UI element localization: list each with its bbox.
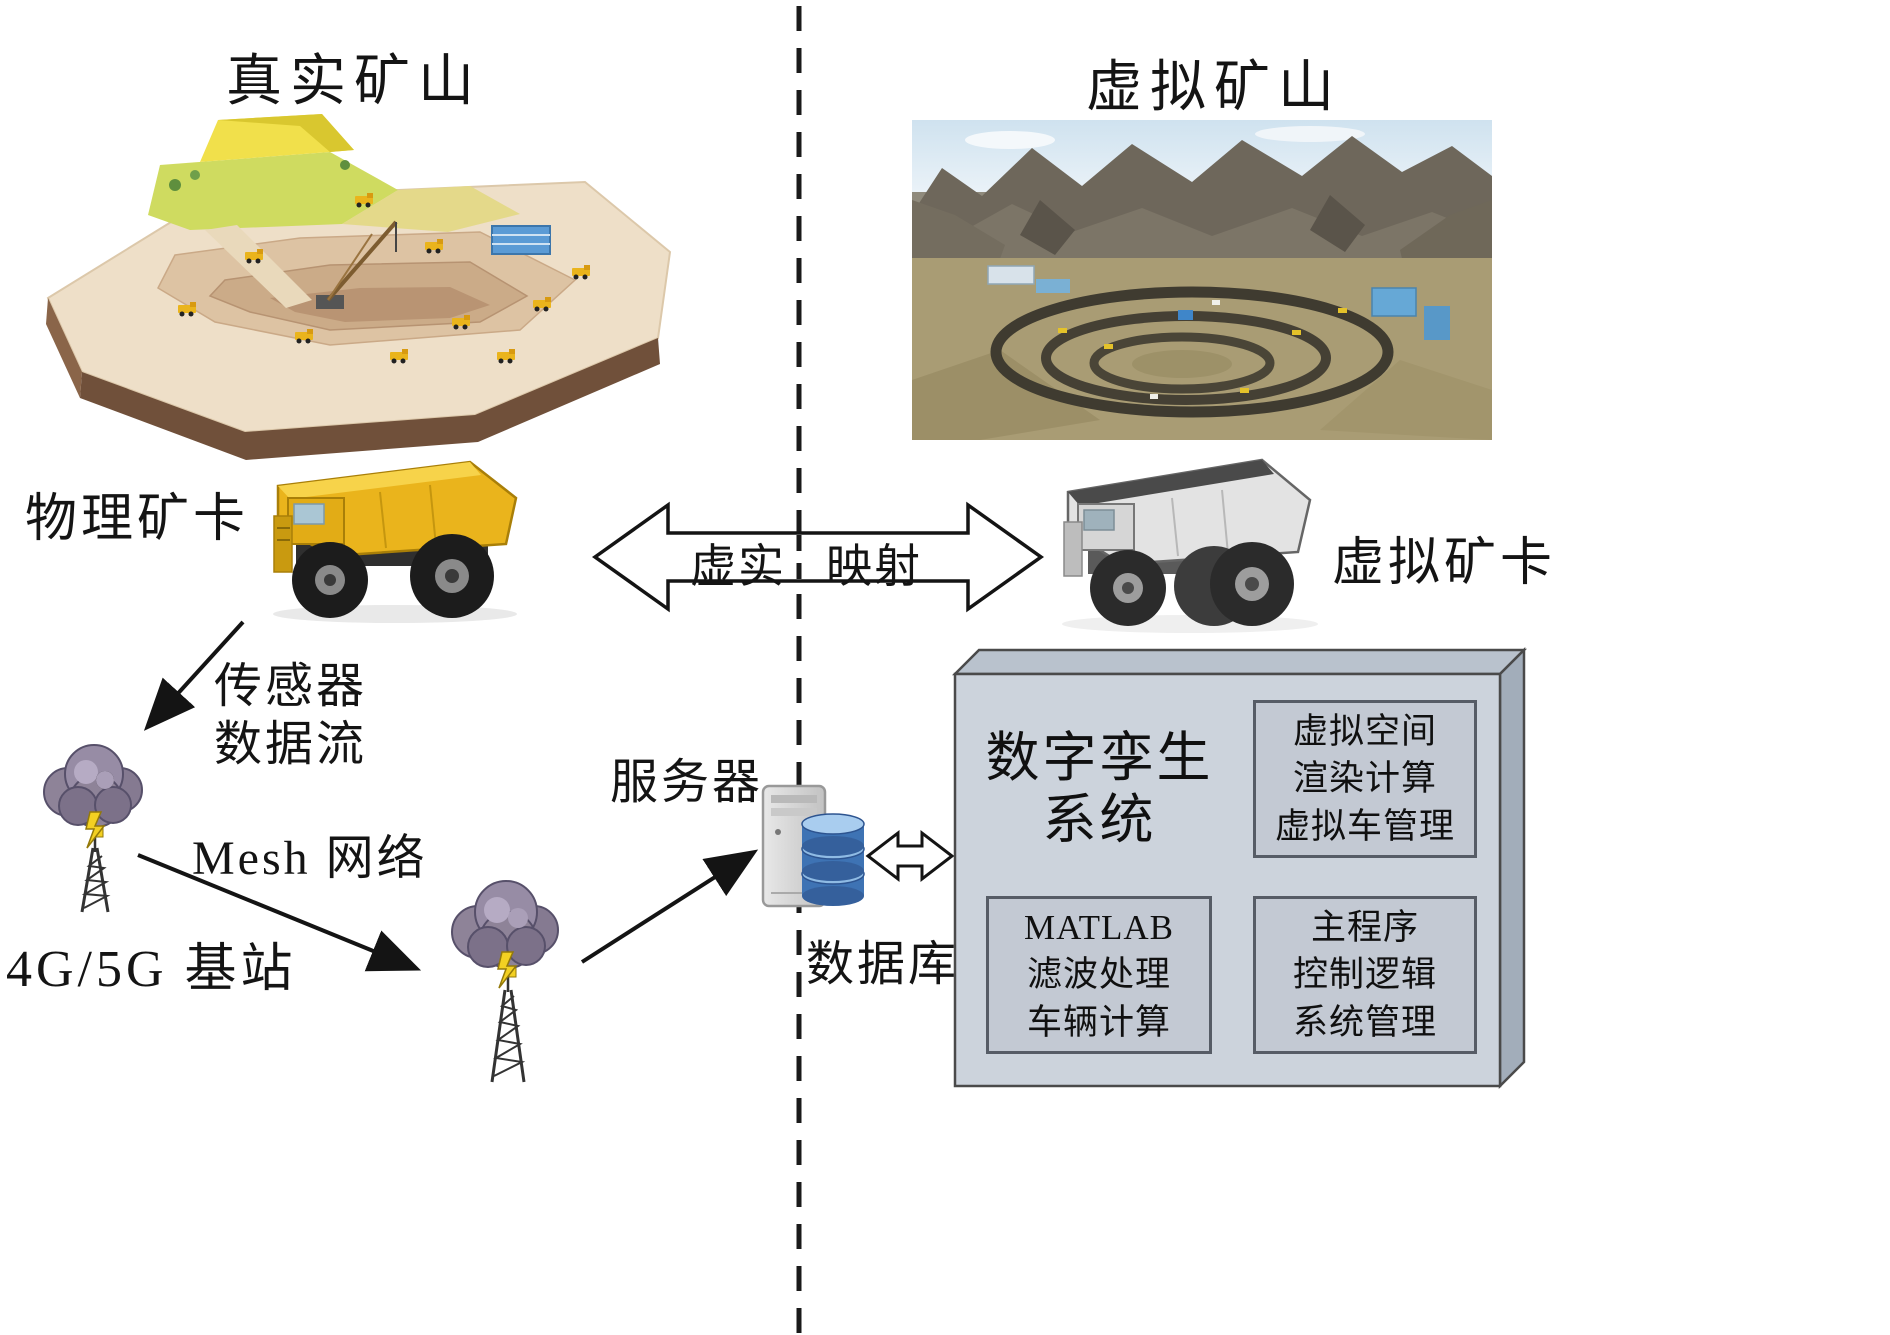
base-station-2-icon — [451, 880, 559, 1083]
twin-box-matlab: MATLAB 滤波处理 车辆计算 — [986, 896, 1212, 1054]
mini-truck-icon — [355, 193, 373, 208]
virtual-truck-icon — [1062, 458, 1318, 633]
virtual-truck-label: 虚拟矿卡 — [1332, 535, 1557, 592]
twin-box-line: 虚拟车管理 — [1274, 806, 1455, 846]
mapping-label-left: 虚实 — [690, 541, 786, 592]
mini-truck-icon — [295, 329, 313, 344]
db-link-arrow — [865, 829, 955, 883]
mini-truck-icon — [425, 239, 443, 254]
mapping-label-right: 映射 — [826, 541, 922, 592]
mini-truck-icon — [572, 265, 590, 280]
digital-twin-title-line2: 系统 — [1042, 789, 1157, 850]
twin-box-line: 控制逻辑 — [1292, 955, 1437, 995]
arrow-truck-to-station — [143, 620, 245, 731]
mini-truck-icon — [178, 302, 196, 317]
twin-box-line: 渲染计算 — [1292, 759, 1437, 799]
arrow-station-to-server — [580, 849, 759, 964]
digital-twin-title-line1: 数字孪生 — [985, 728, 1214, 788]
sensor-stream-label-line2: 数据流 — [214, 718, 368, 771]
mini-truck-icon — [497, 349, 515, 364]
database-icon — [801, 813, 865, 906]
mini-truck-icon — [533, 297, 551, 312]
real-mine-title: 真实矿山 — [226, 51, 482, 113]
mesh-network-label: Mesh 网络 — [192, 832, 428, 885]
arrow-mesh-link — [137, 853, 422, 972]
twin-box-render: 虚拟空间 渲染计算 虚拟车管理 — [1253, 700, 1477, 858]
virtual-mine-render — [912, 120, 1492, 440]
real-mine-illustration — [46, 114, 672, 460]
twin-box-line: 主程序 — [1310, 907, 1419, 947]
twin-box-line: 滤波处理 — [1026, 955, 1171, 995]
server-label: 服务器 — [610, 756, 764, 809]
twin-box-main: 主程序 控制逻辑 系统管理 — [1253, 896, 1477, 1054]
physical-truck-icon — [273, 460, 518, 623]
mini-truck-icon — [245, 249, 263, 264]
sensor-stream-label-line1: 传感器 — [214, 660, 368, 713]
virtual-mine-title: 虚拟矿山 — [1086, 57, 1342, 119]
mapping-arrow — [591, 501, 1045, 613]
twin-box-line: 车辆计算 — [1026, 1002, 1171, 1042]
digital-twin-title: 数字孪生 系统 — [972, 728, 1227, 851]
physical-truck-label: 物理矿卡 — [25, 491, 250, 548]
mini-truck-icon — [390, 349, 408, 364]
twin-box-line: 虚拟空间 — [1292, 711, 1437, 751]
database-label: 数据库 — [806, 938, 960, 991]
base-station-label: 4G/5G 基站 — [6, 941, 297, 998]
twin-box-line: 系统管理 — [1292, 1002, 1437, 1042]
mini-truck-icon — [452, 315, 470, 330]
base-station-1-icon — [43, 744, 143, 913]
twin-box-line: MATLAB — [1024, 907, 1174, 947]
